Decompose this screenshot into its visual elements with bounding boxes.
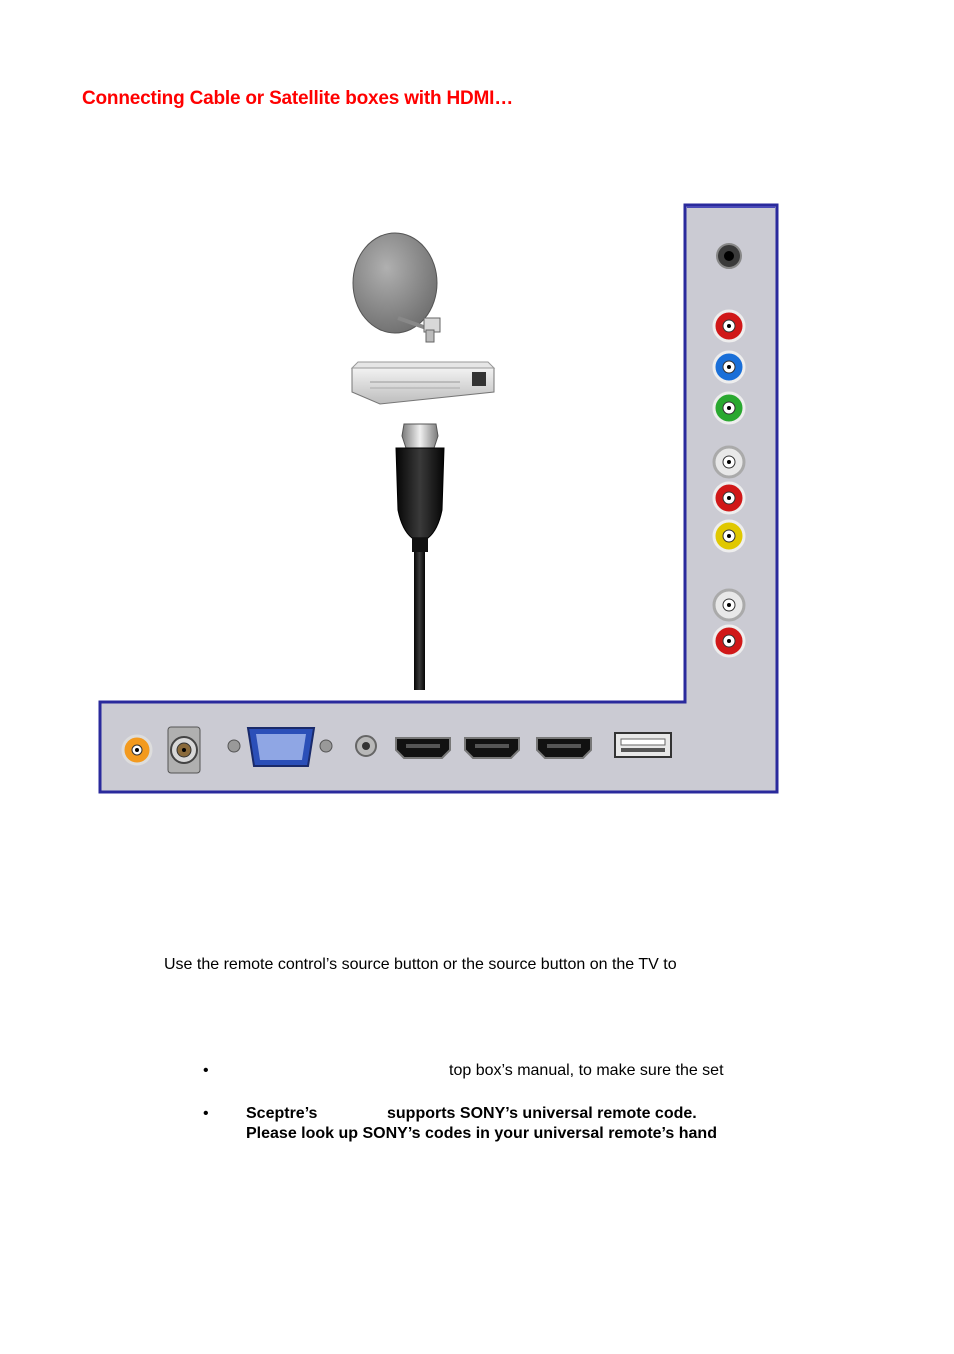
hdmi-2-port-icon xyxy=(464,737,520,759)
connection-diagram xyxy=(98,203,779,794)
component-pr-port-icon xyxy=(712,309,746,343)
instruction-text: Use the remote control’s source button o… xyxy=(164,956,677,973)
component-pb-port-icon xyxy=(712,350,746,384)
bullet-marker-2: • xyxy=(203,1105,209,1122)
bullet-2-text-line2: Please look up SONY’s codes in your univ… xyxy=(246,1125,717,1142)
pc-audio-port-icon xyxy=(355,735,377,757)
bullet-marker-1: • xyxy=(203,1062,209,1079)
usb-port-icon xyxy=(614,732,672,758)
vga-port-icon xyxy=(227,727,333,767)
hdmi-cable-icon xyxy=(395,423,445,690)
side-port-column xyxy=(712,243,746,658)
audio-jack-port-icon xyxy=(716,243,742,269)
hdmi-3-port-icon xyxy=(536,737,592,759)
av-video-port-icon xyxy=(712,519,746,553)
page-title: Connecting Cable or Satellite boxes with… xyxy=(82,88,514,109)
bullet-1-text: top box’s manual, to make sure the set xyxy=(449,1062,724,1079)
bottom-port-row xyxy=(121,726,672,774)
satellite-dish-icon xyxy=(352,232,441,343)
component-y-port-icon xyxy=(712,391,746,425)
audio-out-right-port-icon xyxy=(712,624,746,658)
av-audio-right-port-icon xyxy=(712,481,746,515)
coax-digital-audio-port-icon xyxy=(121,734,153,766)
audio-out-left-port-icon xyxy=(712,588,746,622)
bullet-2-brand: Sceptre’s xyxy=(246,1105,318,1122)
hdmi-1-port-icon xyxy=(395,737,451,759)
bullet-2-text: supports SONY’s universal remote code. xyxy=(387,1105,697,1122)
set-top-box-icon xyxy=(350,361,496,405)
rf-antenna-port-icon xyxy=(167,726,201,774)
av-audio-left-port-icon xyxy=(712,445,746,479)
